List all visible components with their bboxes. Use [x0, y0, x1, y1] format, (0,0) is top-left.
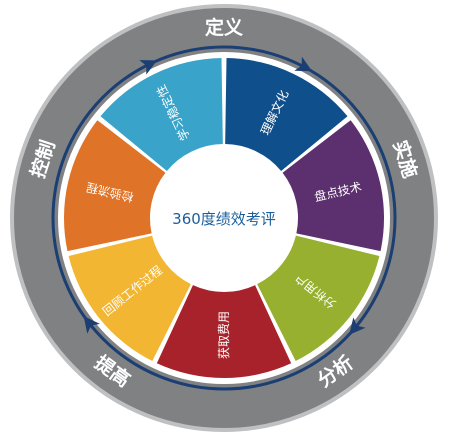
segment-5	[68, 235, 191, 362]
center-label: 360度绩效考评	[172, 210, 276, 228]
segment-1	[225, 58, 348, 171]
segment-6	[63, 120, 166, 252]
segment-label-4: 获取费用	[217, 311, 231, 359]
segment-2	[282, 120, 384, 252]
cycle-arrowhead-1	[294, 56, 313, 72]
segment-3	[257, 235, 380, 362]
cycle-arrowhead-4	[139, 60, 158, 75]
cycle-arrowhead-3	[83, 316, 100, 334]
segment-7	[100, 58, 223, 171]
center-circle	[154, 148, 294, 288]
cycle-arrowhead-2	[349, 317, 366, 335]
arrow-cycle-ring	[51, 45, 397, 391]
segment-4	[156, 285, 292, 378]
cycle-arrows	[83, 56, 366, 335]
outer-ring-label-1: 定义	[205, 16, 243, 39]
